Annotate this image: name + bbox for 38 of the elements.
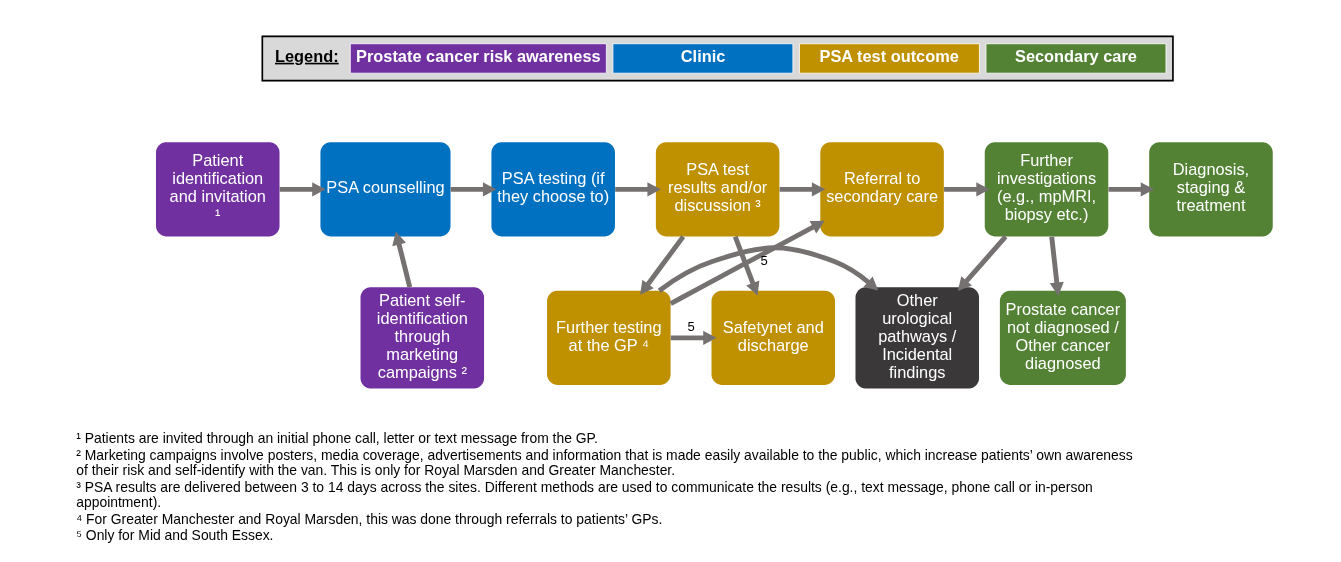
arrow — [670, 330, 717, 345]
arrow — [1108, 182, 1154, 197]
arrow — [669, 220, 825, 306]
arrow — [657, 245, 878, 293]
arrow — [639, 235, 685, 295]
node-box: Patient identification and invitation ¹ — [155, 142, 280, 237]
node-box: Further investigations (e.g., mpMRI, biopsy etc.) — [984, 142, 1108, 237]
node-box: Referral to secondary care — [819, 142, 944, 237]
arrow — [391, 231, 412, 288]
legend-label: Clinic — [680, 46, 725, 65]
arrow — [957, 235, 1007, 292]
label: ³ PSA results are delivered between 3 to 14 days across the sites. Different methods are used to communicate the results (e.g., text message, phone call or in-person appointment). — [75, 478, 1093, 511]
node-box: PSA counselling — [319, 142, 450, 237]
node-box: Prostate cancer not diagnosed / Other cancer diagnosed — [999, 290, 1126, 385]
edge-label: 5 — [760, 252, 768, 268]
node-box: Diagnosis, staging & treatment — [1148, 142, 1273, 237]
node-box: Other urological pathways / Incidental findings — [855, 287, 979, 389]
node-box: PSA test results and/or discussion ³ — [655, 142, 779, 237]
edge-label: 5 — [686, 319, 695, 335]
arrow — [279, 182, 326, 197]
label: ⁵ Only for Mid and South Essex. — [75, 527, 273, 544]
label: ⁴ For Greater Manchester and Royal Marsden, this was done through referrals to patients’ GPs. — [75, 510, 662, 527]
label: ² Marketing campaigns involve posters, media coverage, advertisements and information that is made easily available to the public, which increase patients’ own awareness of their risk and self-identify with the van. This is only for Royal Marsden and Greater Manchester. — [75, 446, 1133, 479]
arrow — [943, 182, 990, 197]
legend-label: PSA test outcome — [818, 46, 959, 65]
legend-label: Prostate cancer risk awareness — [355, 46, 601, 65]
node-box: Safetynet and discharge — [711, 290, 835, 385]
label: ¹ Patients are invited through an initial phone call, letter or text message from the GP. — [75, 430, 598, 447]
arrow — [614, 182, 661, 197]
arrow — [779, 182, 825, 197]
legend-label: Secondary care — [1014, 46, 1137, 65]
node-box: Further testing at the GP ⁴ — [546, 290, 671, 385]
arrow — [450, 182, 496, 197]
arrow — [732, 235, 759, 296]
label: Legend: — [274, 46, 339, 65]
arrow — [1048, 236, 1064, 296]
node-box: PSA testing (if they choose to) — [490, 142, 615, 237]
node-box: Patient self-identification through marketing campaigns ² — [360, 287, 484, 389]
